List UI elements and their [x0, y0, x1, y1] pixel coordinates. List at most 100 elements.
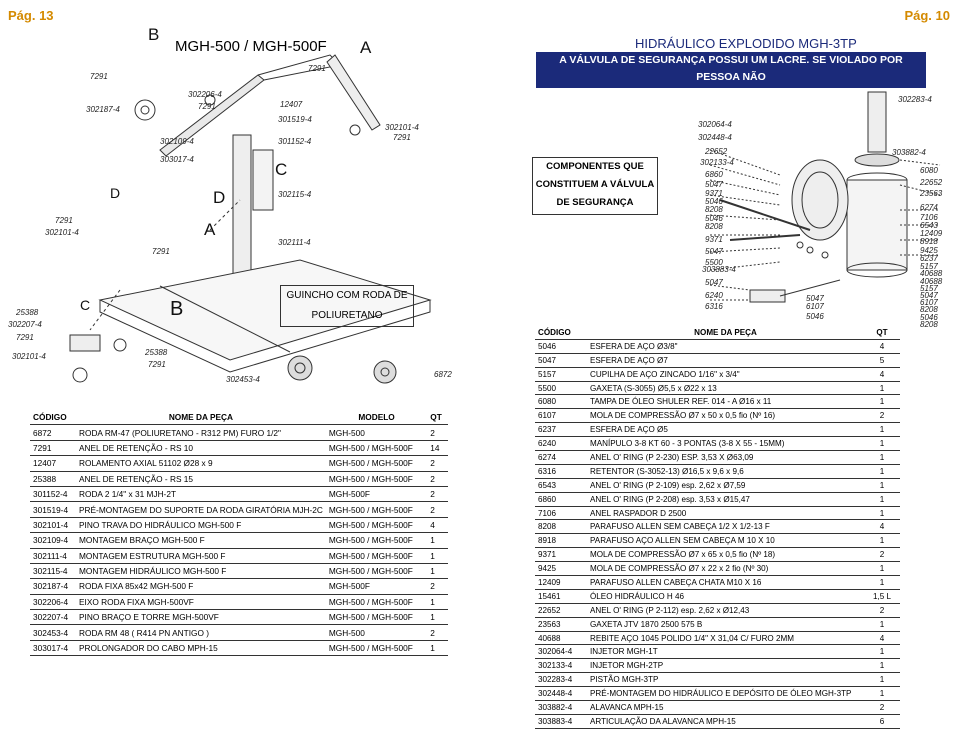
table-cell: 6107 — [535, 408, 587, 424]
table-header-row: CÓDIGO NOME DA PEÇA QT — [535, 326, 900, 340]
table-cell: 302207-4 — [30, 609, 76, 626]
part-label: 25388 — [145, 348, 168, 357]
table-cell: ANEL O' RING (P 2-109) esp. 2,62 x Ø7,59 — [587, 478, 864, 493]
table-cell: 6274 — [535, 450, 587, 465]
table-cell: 4 — [427, 517, 448, 534]
table-cell: 1 — [864, 575, 900, 590]
left-page: Pág. 13 MGH-500 / MGH-500F — [0, 0, 480, 669]
table-cell: 1 — [864, 617, 900, 632]
table-cell: 5047 — [535, 353, 587, 368]
winch-exploded-drawing — [69, 54, 432, 384]
table-cell: 1 — [864, 450, 900, 465]
table-cell: 6237 — [535, 422, 587, 438]
table-cell: 2 — [427, 424, 448, 441]
part-label: 9371 — [705, 189, 723, 198]
table-cell: MGH-500 / MGH-500F — [325, 594, 428, 611]
table-cell: 2 — [427, 455, 448, 472]
part-label: 8208 — [920, 305, 938, 314]
table-cell: 5 — [864, 353, 900, 368]
part-label: 303882-4 — [892, 148, 926, 157]
table-cell: 302115-4 — [30, 563, 76, 580]
table-cell: 2 — [427, 624, 448, 641]
table-cell: RODA FIXA 85x42 MGH-500 F — [76, 578, 326, 595]
part-label: 6107 — [806, 302, 824, 311]
table-cell: MGH-500F — [325, 486, 428, 503]
part-label: 8208 — [920, 320, 938, 329]
table-cell: INJETOR MGH-2TP — [587, 658, 864, 674]
table-cell: MGH-500 / MGH-500F — [325, 501, 428, 518]
table-cell: 302133-4 — [535, 658, 587, 674]
table-cell: 303017-4 — [30, 640, 76, 657]
part-label: 8918 — [920, 237, 938, 246]
table-cell: 2 — [427, 578, 448, 595]
part-label: 7291 — [393, 133, 411, 142]
part-label: 5047 — [705, 247, 723, 256]
table-cell: 1 — [864, 436, 900, 452]
part-label: 5047 — [806, 294, 824, 303]
left-page-title: MGH-500 / MGH-500F — [175, 38, 327, 55]
col-header-nome: NOME DA PEÇA — [76, 410, 326, 426]
part-label: 6860 — [705, 170, 723, 179]
table-cell: PARAFUSO ALLEN SEM CABEÇA 1/2 X 1/2-13 F — [587, 519, 864, 535]
part-label: 6080 — [920, 166, 938, 175]
table-cell: 301152-4 — [30, 486, 76, 503]
part-label: 6872 — [434, 370, 452, 379]
table-cell: MGH-500 / MGH-500F — [325, 548, 428, 564]
part-label: 9425 — [920, 246, 938, 255]
table-cell: ROLAMENTO AXIAL 51102 Ø28 x 9 — [76, 455, 326, 472]
table-cell: 2 — [427, 501, 448, 518]
part-label: 302115-4 — [278, 190, 312, 199]
part-label: 5157 — [920, 262, 938, 271]
guincho-label-line2: POLIURETANO — [311, 310, 383, 321]
table-cell: 1 — [864, 533, 900, 549]
col-header-codigo: CÓDIGO — [30, 410, 76, 426]
table-cell: 1 — [864, 686, 900, 702]
table-cell: 7106 — [535, 506, 587, 521]
table-cell: MGH-500 — [325, 624, 428, 641]
part-label: 302101-4 — [45, 228, 79, 237]
part-label: 40688 — [920, 269, 943, 278]
part-label: 302448-4 — [698, 133, 732, 142]
table-cell: MGH-500F — [325, 578, 428, 595]
table-cell: 6240 — [535, 436, 587, 452]
part-label: 7291 — [90, 72, 108, 81]
table-cell: 5500 — [535, 381, 587, 396]
table-cell: PISTÃO MGH-3TP — [587, 672, 864, 688]
table-cell: ANEL RASPADOR D 2500 — [587, 506, 864, 521]
table-cell: MONTAGEM HIDRÁULICO MGH-500 F — [76, 563, 326, 580]
table-cell: 2 — [864, 408, 900, 424]
part-label: 23563 — [920, 189, 943, 198]
table-cell: 302187-4 — [30, 578, 76, 595]
table-cell: RODA 2 1/4" x 31 MJH-2T — [76, 486, 326, 503]
table-cell: RODA RM 48 ( R414 PN ANTIGO ) — [76, 624, 326, 641]
valve-box-line3: DE SEGURANÇA — [556, 197, 634, 208]
part-label: 7291 — [16, 333, 34, 342]
part-label: 7291 — [308, 64, 326, 73]
part-label: 302101-4 — [12, 352, 46, 361]
table-cell: MGH-500 / MGH-500F — [325, 640, 428, 657]
table-cell: PRÉ-MONTAGEM DO HIDRÁULICO E DEPÓSITO DE… — [587, 686, 864, 702]
table-cell: 15461 — [535, 589, 587, 604]
table-cell: 2 — [427, 486, 448, 503]
